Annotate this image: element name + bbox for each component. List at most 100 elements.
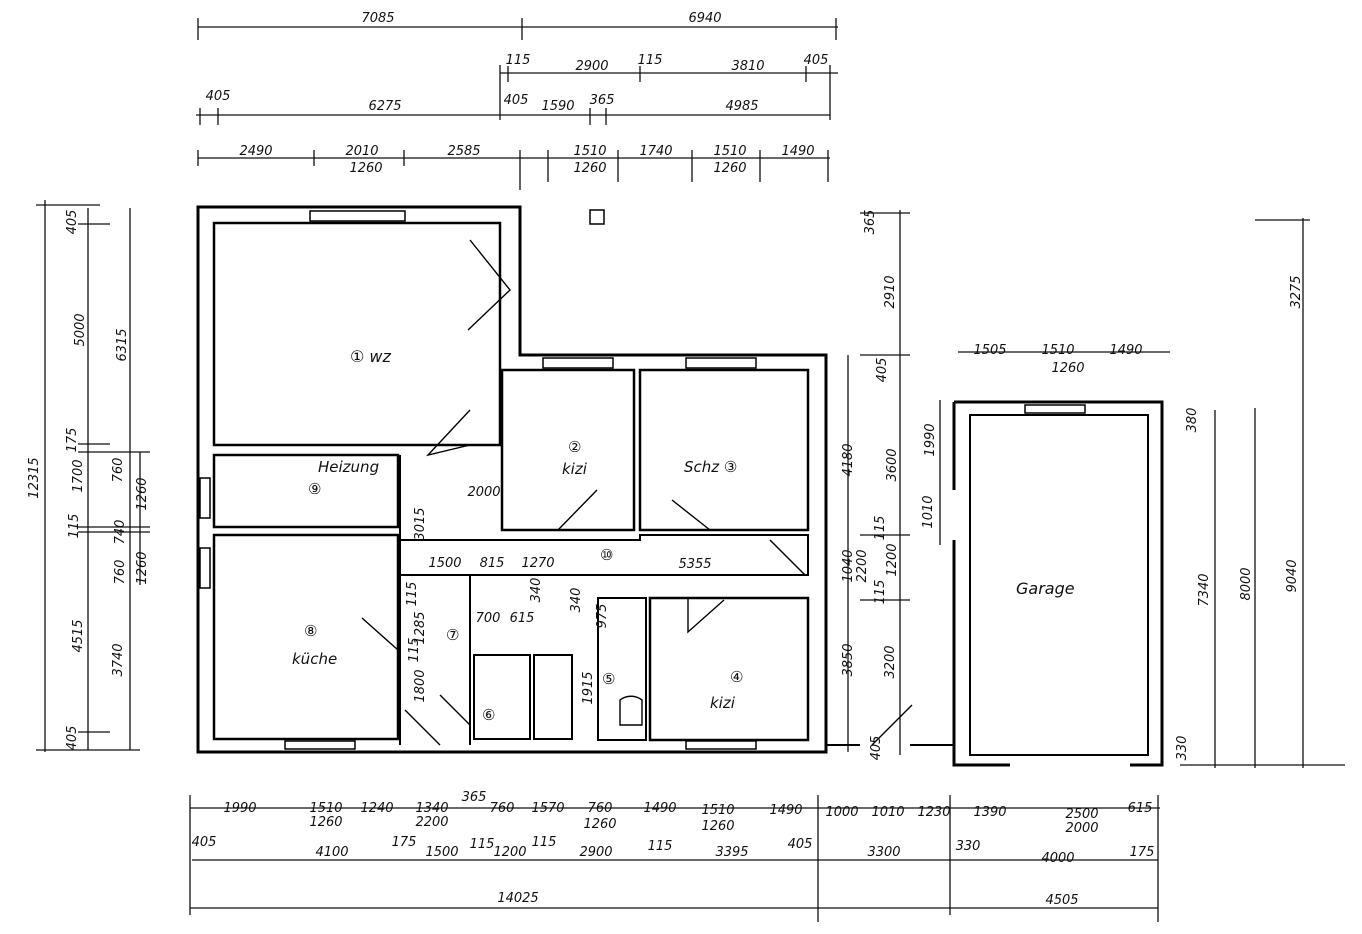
dimension-label: 115 bbox=[648, 839, 673, 854]
dimension-label: 2500 bbox=[1065, 807, 1098, 822]
room-4-label: kizi bbox=[710, 694, 736, 712]
dimension-label: 815 bbox=[480, 556, 505, 571]
dimension-label: 3275 bbox=[1289, 275, 1304, 308]
dimension-label: 615 bbox=[1128, 801, 1153, 816]
room-3-label: Schz ③ bbox=[684, 458, 737, 476]
dimension-label: 1570 bbox=[531, 801, 564, 816]
dimension-label: 405 bbox=[788, 837, 813, 852]
dimension-label: 115 bbox=[405, 582, 420, 607]
dimension-label: 1260 bbox=[349, 161, 382, 176]
room-2-label: kizi bbox=[562, 460, 588, 478]
dimension-label: 1490 bbox=[769, 803, 802, 818]
dimension-label: 14025 bbox=[497, 891, 538, 906]
room-8-number: ⑧ bbox=[304, 622, 317, 640]
dimension-label: 1260 bbox=[135, 551, 150, 584]
dimension-label: 6275 bbox=[368, 99, 401, 114]
dimension-label: 1285 bbox=[413, 611, 428, 644]
dimension-label: 3850 bbox=[841, 643, 856, 676]
dimension-label: 1490 bbox=[643, 801, 676, 816]
dimension-label: 5000 bbox=[73, 313, 88, 346]
garage-label: Garage bbox=[1016, 579, 1075, 598]
dimension-label: 405 bbox=[65, 210, 80, 235]
dimension-label: 3200 bbox=[883, 645, 898, 678]
dimension-label: 1200 bbox=[885, 543, 900, 576]
dimension-label: 1340 bbox=[415, 801, 448, 816]
dimension-label: 1510 bbox=[309, 801, 342, 816]
dimension-label: 8000 bbox=[1239, 567, 1254, 600]
dimension-label: 1490 bbox=[781, 144, 814, 159]
dimension-label: 115 bbox=[470, 837, 495, 852]
dimension-label: 1260 bbox=[583, 817, 616, 832]
dimension-label: 1000 bbox=[825, 805, 858, 820]
dimension-label: 2585 bbox=[447, 144, 480, 159]
dimension-label: 9040 bbox=[1285, 559, 1300, 592]
dimension-label: 115 bbox=[67, 514, 82, 539]
dimension-label: 6315 bbox=[115, 328, 130, 361]
dimension-label: 3015 bbox=[413, 507, 428, 540]
dimension-label: 115 bbox=[873, 516, 888, 541]
dimension-label: 365 bbox=[863, 210, 878, 235]
dimension-label: 330 bbox=[956, 839, 981, 854]
dimension-label: 1040 bbox=[841, 549, 856, 582]
dimension-label: 3740 bbox=[111, 643, 126, 676]
dimension-label: 975 bbox=[595, 604, 610, 629]
room-9-label: ⑨ bbox=[308, 480, 321, 498]
dimension-label: 1510 bbox=[573, 144, 606, 159]
dimension-label: 1590 bbox=[541, 99, 574, 114]
dimension-label: 175 bbox=[1130, 845, 1155, 860]
dimension-label: 2010 bbox=[345, 144, 378, 159]
room-2-number: ② bbox=[568, 438, 581, 456]
dimension-label: 1230 bbox=[917, 805, 950, 820]
dimension-label: 1915 bbox=[581, 671, 596, 704]
dimension-label: 115 bbox=[638, 53, 663, 68]
dimension-label: 115 bbox=[506, 53, 531, 68]
dimension-label: 405 bbox=[504, 93, 529, 108]
dimension-label: 2900 bbox=[575, 59, 608, 74]
dimension-label: 380 bbox=[1185, 408, 1200, 433]
dimension-label: 1260 bbox=[713, 161, 746, 176]
room-4-number: ④ bbox=[730, 668, 743, 686]
dimension-label: 1240 bbox=[360, 801, 393, 816]
dimension-label: 3600 bbox=[885, 448, 900, 481]
dimension-label: 1510 bbox=[701, 803, 734, 818]
dimension-label: 5355 bbox=[678, 557, 711, 572]
dimension-label: 405 bbox=[65, 726, 80, 751]
dimension-label: 1260 bbox=[573, 161, 606, 176]
dimension-label: 405 bbox=[804, 53, 829, 68]
dimension-label: 760 bbox=[588, 801, 613, 816]
dimension-label: 1010 bbox=[871, 805, 904, 820]
dimension-label: 1500 bbox=[428, 556, 461, 571]
dimension-lines bbox=[36, 18, 1345, 922]
dimension-label: 4180 bbox=[841, 443, 856, 476]
dimension-label: 1990 bbox=[223, 801, 256, 816]
dimension-label: 1800 bbox=[413, 669, 428, 702]
dimension-label: 760 bbox=[490, 801, 515, 816]
dimension-label: 1500 bbox=[425, 845, 458, 860]
dimension-label: 760 bbox=[111, 458, 126, 483]
dimension-label: 330 bbox=[1175, 736, 1190, 761]
dimension-label: 1510 bbox=[1041, 343, 1074, 358]
dimension-label: 1510 bbox=[713, 144, 746, 159]
dimension-label: 365 bbox=[590, 93, 615, 108]
dimension-label: 365 bbox=[462, 790, 487, 805]
room-5-label: ⑤ bbox=[602, 670, 615, 688]
room-6-label: ⑥ bbox=[482, 706, 495, 724]
dimension-label: 115 bbox=[532, 835, 557, 850]
dimension-label: 1260 bbox=[701, 819, 734, 834]
dimension-label: 1390 bbox=[973, 805, 1006, 820]
dimension-label: 3395 bbox=[715, 845, 748, 860]
dimension-label: 115 bbox=[407, 638, 422, 663]
dimension-label: 1260 bbox=[309, 815, 342, 830]
dimension-label: 740 bbox=[113, 520, 128, 545]
dimension-label: 1990 bbox=[923, 423, 938, 456]
dimension-label: 2900 bbox=[579, 845, 612, 860]
dimension-label: 1700 bbox=[71, 459, 86, 492]
dimension-label: 1260 bbox=[135, 477, 150, 510]
dimension-label: 405 bbox=[192, 835, 217, 850]
room-8-label: küche bbox=[292, 650, 337, 668]
dimension-label: 3810 bbox=[731, 59, 764, 74]
dimension-label: 2200 bbox=[855, 549, 870, 582]
dimension-label: 12315 bbox=[27, 457, 42, 498]
